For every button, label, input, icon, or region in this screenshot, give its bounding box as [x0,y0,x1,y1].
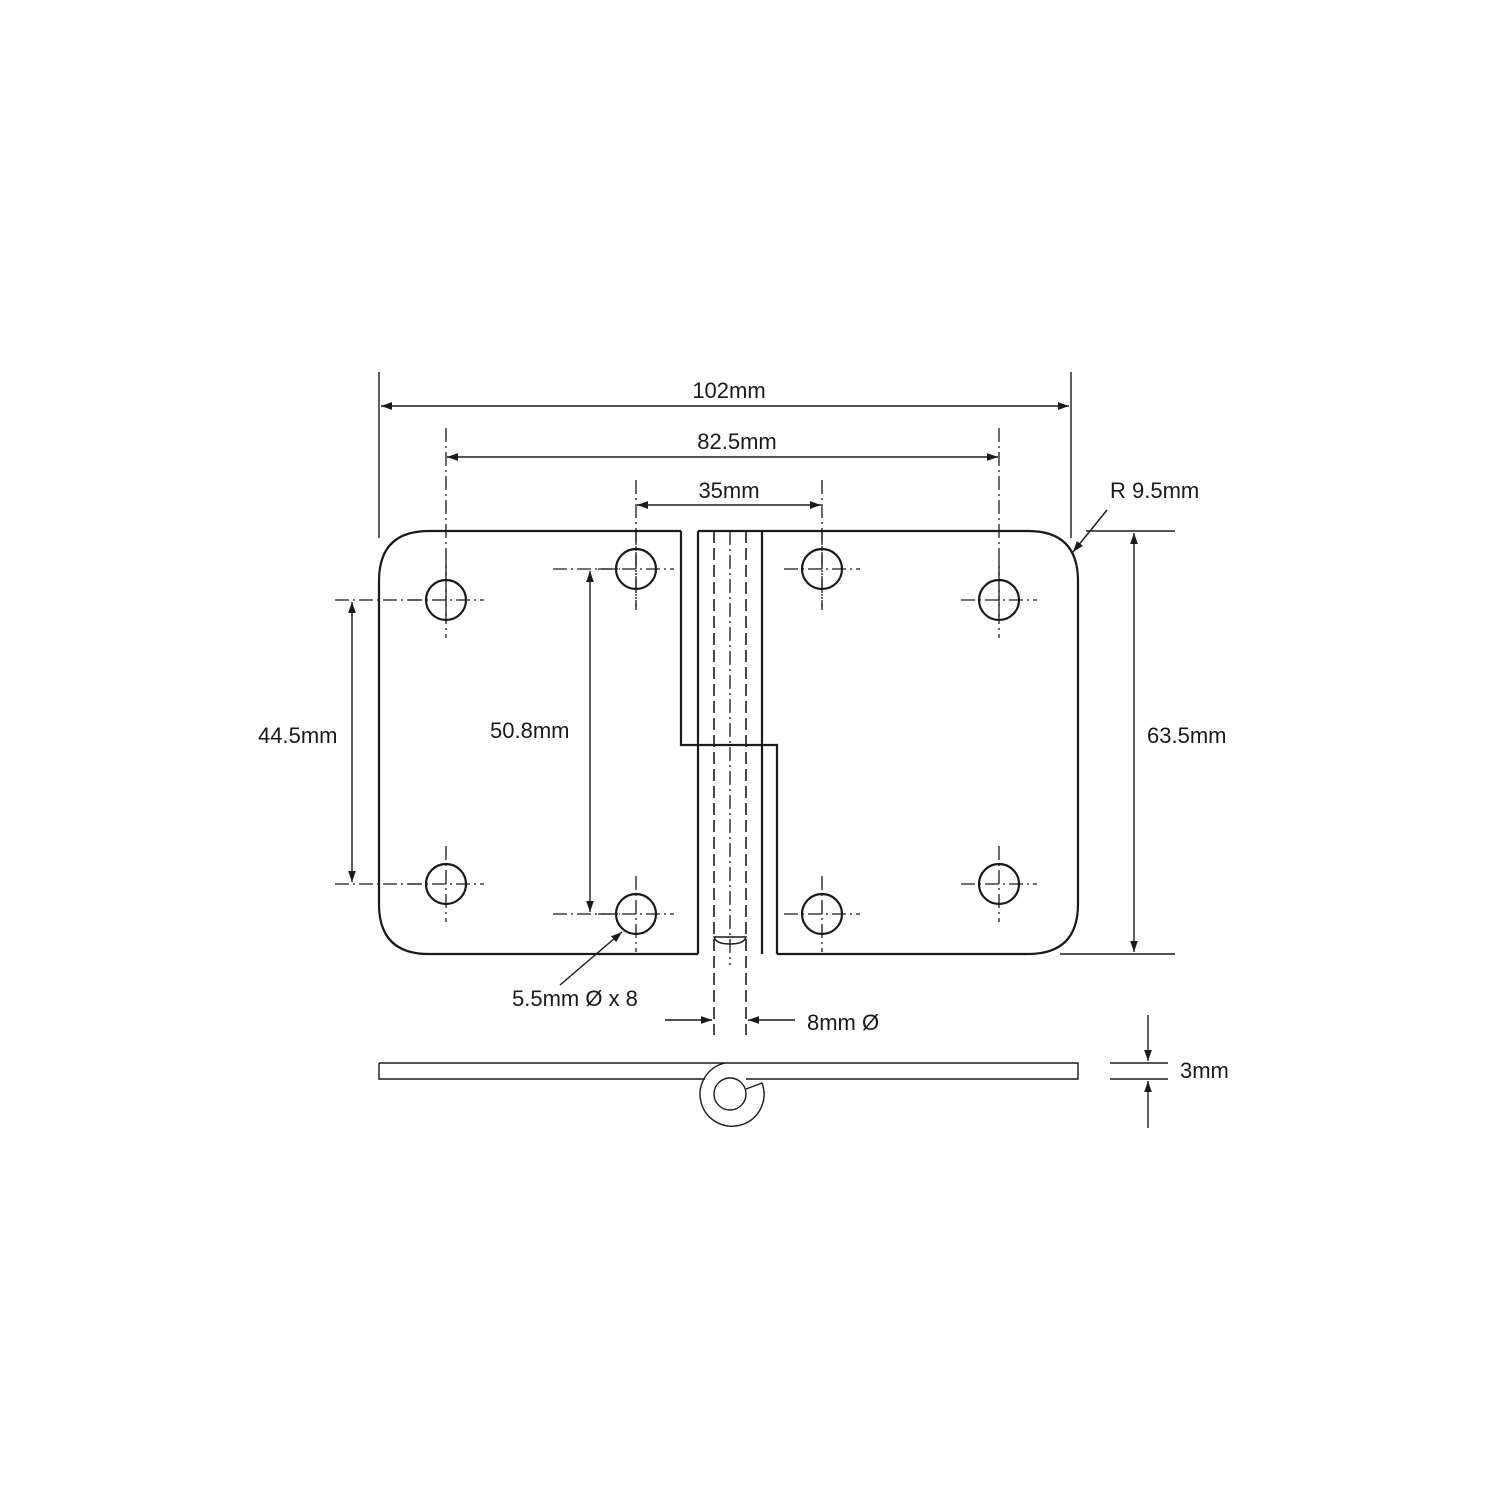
leaf-step [679,531,779,954]
dim-hole-spec: 5.5mm Ø x 8 [512,931,638,1011]
dim-overall-width: 102mm [378,372,1072,538]
knuckle [696,529,764,1035]
dim-inner-hole-vertical: 50.8mm [490,571,594,912]
dim-overall-height: 63.5mm [1060,530,1226,955]
svg-text:35mm: 35mm [698,478,759,503]
right-leaf [762,529,1080,956]
svg-text:63.5mm: 63.5mm [1147,723,1226,748]
dim-outer-hole-spacing: 82.5mm [445,428,1000,620]
screw-holes [335,531,1037,952]
screw-hole [784,876,860,952]
svg-text:102mm: 102mm [692,378,765,403]
left-leaf [377,529,698,956]
svg-text:R 9.5mm: R 9.5mm [1110,478,1199,503]
svg-text:8mm Ø: 8mm Ø [807,1010,879,1035]
svg-text:82.5mm: 82.5mm [697,429,776,454]
svg-text:5.5mm Ø x 8: 5.5mm Ø x 8 [512,986,638,1011]
svg-text:44.5mm: 44.5mm [258,723,337,748]
screw-hole [961,846,1037,922]
dim-inner-hole-spacing: 35mm [635,478,823,610]
dim-corner-radius: R 9.5mm [1072,478,1199,553]
dim-thickness: 3mm [1110,1015,1229,1128]
svg-text:3mm: 3mm [1180,1058,1229,1083]
dim-pin-diameter: 8mm Ø [665,1010,879,1035]
dim-outer-hole-vertical: 44.5mm [258,602,356,882]
svg-text:50.8mm: 50.8mm [490,718,569,743]
side-profile [378,1062,1079,1127]
